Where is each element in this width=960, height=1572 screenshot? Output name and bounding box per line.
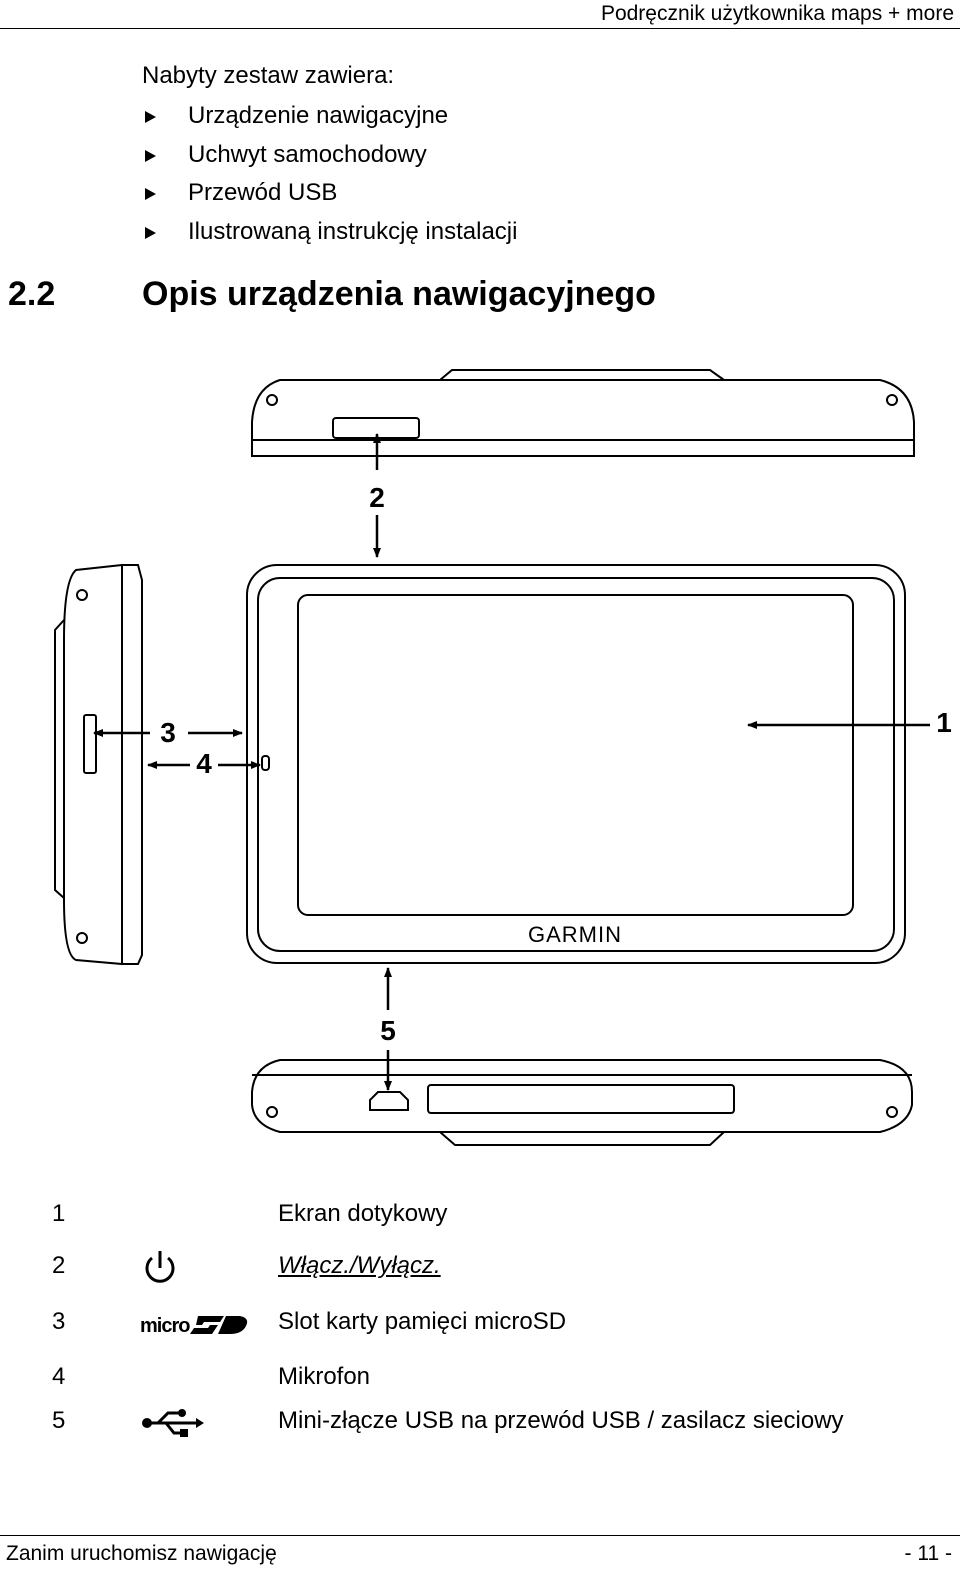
legend-row: 5 Mini-złącze USB na przewód USB / zasil… — [0, 1403, 960, 1443]
callout-arrows — [93, 433, 930, 1091]
page-number: - 11 - — [904, 1542, 952, 1565]
footer-chapter: Zanim uruchomisz nawigację — [6, 1542, 277, 1565]
section-title: Opis urządzenia nawigacyjnego — [142, 275, 656, 313]
device-diagram: 2 1 3 4 5 GARMIN — [54, 369, 952, 1146]
kit-item-label: Przewód USB — [188, 179, 338, 206]
header-title: Podręcznik użytkownika maps + more — [600, 2, 954, 25]
mount-slot — [427, 1084, 735, 1114]
microphone-hole — [261, 755, 270, 771]
kit-item-label: Uchwyt samochodowy — [188, 140, 427, 168]
power-link[interactable]: Włącz./Wyłącz. — [278, 1252, 441, 1279]
legend-number: 4 — [52, 1363, 66, 1390]
legend-label: Mikrofon — [278, 1363, 371, 1390]
brand-logo: GARMIN — [528, 922, 622, 947]
callout-3: 3 — [160, 717, 176, 748]
touch-screen — [297, 594, 854, 916]
kit-item-label: Ilustrowaną instrukcję instalacji — [188, 217, 518, 245]
legend-row: 3 micro Slot karty pamięci microSD — [0, 1304, 960, 1344]
page-header: Podręcznik użytkownika maps + more — [0, 0, 960, 29]
legend-row: 1 Ekran dotykowy — [0, 1196, 960, 1236]
device-front-view — [246, 564, 906, 964]
kit-item: Przewód USB — [142, 177, 517, 216]
legend-number: 5 — [52, 1407, 66, 1434]
device-side-view — [54, 563, 143, 966]
legend-row: 4 Mikrofon — [0, 1359, 960, 1399]
legend-label: Slot karty pamięci microSD — [278, 1308, 567, 1335]
legend-row: 2 Włącz./Wyłącz. — [0, 1248, 960, 1288]
kit-item: Ilustrowaną instrukcję instalacji — [142, 216, 517, 255]
device-top-view — [251, 369, 915, 457]
microsd-slot — [83, 714, 97, 774]
kit-list: Urządzenie nawigacyjne Uchwyt samochodow… — [142, 100, 517, 254]
page-footer: Zanim uruchomisz nawigację - 11 - — [0, 1535, 960, 1572]
legend-label: Ekran dotykowy — [278, 1200, 448, 1227]
microsd-logo: micro — [140, 1304, 252, 1347]
bullet-icon — [145, 226, 156, 239]
bullet-icon — [145, 111, 156, 123]
callout-4: 4 — [196, 748, 212, 779]
legend-number: 2 — [52, 1252, 66, 1279]
bullet-icon — [145, 149, 156, 162]
legend-label: Mini-złącze USB na przewód USB / zasilac… — [278, 1407, 844, 1434]
kit-intro: Nabyty zestaw zawiera: — [142, 62, 395, 89]
callout-1: 1 — [936, 707, 952, 738]
kit-item: Urządzenie nawigacyjne — [142, 100, 517, 139]
device-bottom-view — [251, 1059, 913, 1146]
usb-icon — [140, 1403, 204, 1450]
power-icon — [140, 1248, 180, 1295]
kit-item: Uchwyt samochodowy — [142, 139, 517, 178]
microsd-logo-text: micro — [140, 1315, 190, 1337]
callout-5: 5 — [380, 1015, 396, 1046]
bullet-icon — [145, 188, 156, 200]
section-number: 2.2 — [8, 275, 56, 313]
usb-port — [369, 1091, 409, 1111]
callout-2: 2 — [369, 482, 385, 513]
legend-number: 3 — [52, 1308, 66, 1335]
kit-item-label: Urządzenie nawigacyjne — [188, 102, 449, 129]
legend-number: 1 — [52, 1200, 66, 1227]
